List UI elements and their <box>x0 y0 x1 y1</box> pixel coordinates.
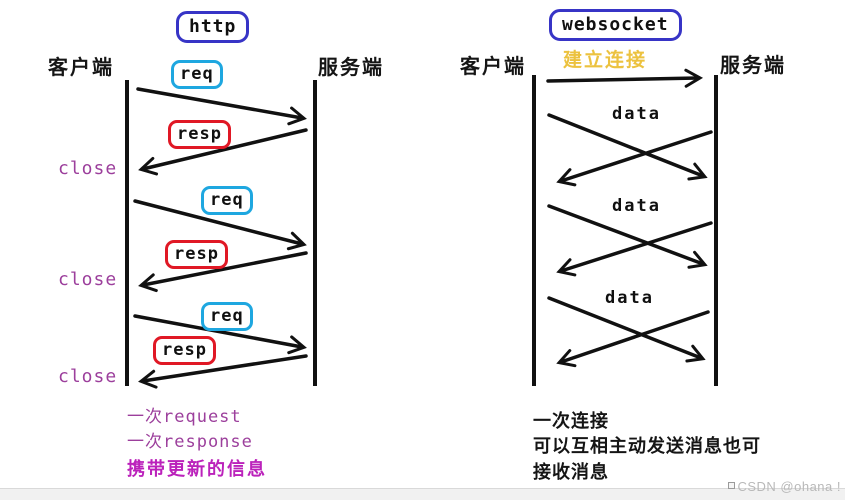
http-resp-badge-1: resp <box>168 120 231 149</box>
ws-data-arrow-1-left <box>556 130 713 187</box>
http-req-badge-2: req <box>201 186 253 215</box>
ws-data-label-3: data <box>605 288 654 308</box>
http-resp-badge-3: resp <box>153 336 216 365</box>
http-server-label: 服务端 <box>318 57 384 79</box>
ws-client-label: 客户端 <box>460 56 526 78</box>
ws-note-2: 可以互相主动发送消息也可 <box>533 436 761 456</box>
ws-data-label-2: data <box>612 196 661 216</box>
ws-data-label-1: data <box>612 104 661 124</box>
ws-server-label: 服务端 <box>720 55 786 77</box>
ws-data-arrow-3-left <box>556 310 710 368</box>
ws-note-1: 一次连接 <box>533 411 609 431</box>
http-resp-arrow-3 <box>138 354 308 389</box>
resize-handle-square <box>728 482 735 489</box>
http-req-badge-1: req <box>171 60 223 89</box>
ws-data-arrow-3-right <box>547 296 706 363</box>
http-note-highlight: 携带更新的信息 <box>127 459 267 479</box>
ws-data-arrow-1-right <box>547 113 708 181</box>
http-title-box: http <box>176 11 250 43</box>
csdn-watermark: CSDN @ohana ! <box>737 479 841 494</box>
http-client-label: 客户端 <box>48 57 114 79</box>
websocket-title-box: websocket <box>549 9 682 41</box>
ws-note-3: 接收消息 <box>533 462 609 482</box>
http-req-arrow-2 <box>133 199 307 251</box>
http-req-arrow-1 <box>136 87 307 126</box>
http-close-label-3: close <box>58 366 118 387</box>
ws-data-arrow-2-right <box>547 204 708 269</box>
http-note-request: 一次request <box>127 407 242 427</box>
http-close-label-2: close <box>58 269 118 290</box>
http-resp-arrow-1 <box>138 128 308 176</box>
ws-connect-arrow <box>546 68 704 88</box>
page-bottom-strip <box>0 488 845 500</box>
http-req-arrow-3 <box>133 314 307 355</box>
http-note-response: 一次response <box>127 432 253 452</box>
http-close-label-1: close <box>58 158 118 179</box>
ws-data-arrow-2-left <box>556 221 713 277</box>
http-req-badge-3: req <box>201 302 253 331</box>
ws-connect-label: 建立连接 <box>563 50 648 71</box>
http-resp-arrow-2 <box>138 251 308 293</box>
http-resp-badge-2: resp <box>165 240 228 269</box>
